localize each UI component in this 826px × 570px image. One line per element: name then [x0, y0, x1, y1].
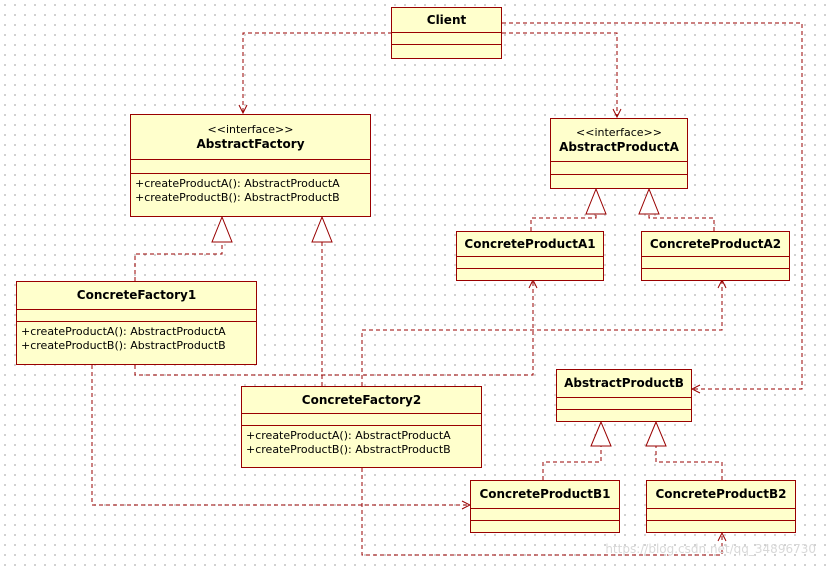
class-name: AbstractFactory	[196, 136, 305, 151]
operations-compartment	[457, 268, 603, 280]
realization-concrete-product-b2	[655, 446, 723, 480]
realization-concrete-product-b1	[542, 446, 602, 480]
operations-compartment	[551, 174, 687, 188]
class-name-compartment: ConcreteFactory1	[17, 282, 256, 309]
class-name: Client	[426, 12, 467, 27]
stereotype-label: <<interface>>	[207, 122, 294, 136]
class-name-compartment: ConcreteProductA1	[457, 232, 603, 256]
class-name-compartment: ConcreteFactory2	[242, 387, 481, 413]
operations-compartment	[392, 44, 501, 58]
operation: +createProductB(): AbstractProductB	[21, 339, 226, 352]
class-abstract-product-b[interactable]: AbstractProductB	[556, 369, 692, 422]
operations-compartment	[642, 268, 789, 280]
operation: +createProductA(): AbstractProductA	[246, 429, 451, 442]
dependency-factory-2-product-b2	[361, 468, 722, 556]
class-concrete-product-b1[interactable]: ConcreteProductB1	[470, 480, 620, 533]
class-name-compartment: ConcreteProductA2	[642, 232, 789, 256]
realization-arrowhead	[585, 187, 607, 215]
class-name-compartment: <<interface>> AbstractFactory	[131, 115, 370, 159]
attributes-compartment	[642, 256, 789, 268]
attributes-compartment	[551, 161, 687, 174]
class-concrete-product-a2[interactable]: ConcreteProductA2	[641, 231, 790, 281]
class-name: ConcreteFactory1	[76, 288, 197, 302]
operations-compartment	[647, 520, 795, 532]
dependency-factory-1-product-a1	[134, 280, 533, 376]
operation: +createProductA(): AbstractProductA	[135, 177, 340, 190]
dependency-client-abstract-product-a	[502, 32, 617, 117]
class-concrete-factory-1[interactable]: ConcreteFactory1 +createProductA(): Abst…	[16, 281, 257, 365]
dependency-factory-2-product-a2	[361, 280, 722, 386]
operations-compartment	[557, 409, 691, 421]
stereotype-label: <<interface>>	[576, 125, 662, 139]
operations-compartment	[471, 520, 619, 532]
dependency-client-abstract-factory	[243, 32, 392, 113]
realization-arrowhead	[645, 420, 667, 447]
attributes-compartment	[647, 508, 795, 520]
attributes-compartment	[392, 32, 501, 44]
class-name-compartment: ConcreteProductB1	[471, 481, 619, 508]
dependency-factory-1-product-b1	[91, 365, 470, 505]
realization-arrowhead	[211, 215, 233, 243]
operation: +createProductB(): AbstractProductB	[135, 191, 340, 204]
class-concrete-product-b2[interactable]: ConcreteProductB2	[646, 480, 796, 533]
class-concrete-factory-2[interactable]: ConcreteFactory2 +createProductA(): Abst…	[241, 386, 482, 468]
operation: +createProductB(): AbstractProductB	[246, 443, 451, 456]
class-name: ConcreteProductB2	[655, 487, 787, 501]
dependency-client-abstract-product-b	[502, 22, 803, 389]
attributes-compartment	[471, 508, 619, 520]
attributes-compartment	[457, 256, 603, 268]
realization-arrowhead	[311, 215, 333, 243]
class-abstract-product-a[interactable]: <<interface>> AbstractProductA	[550, 118, 688, 189]
attributes-compartment	[131, 159, 370, 173]
attributes-compartment	[242, 413, 481, 425]
operations-compartment: +createProductA(): AbstractProductA +cre…	[17, 321, 256, 364]
class-name: ConcreteFactory2	[301, 392, 422, 407]
attributes-compartment	[17, 309, 256, 321]
class-name: ConcreteProductB1	[479, 487, 611, 501]
realization-concrete-product-a1	[530, 214, 597, 231]
realization-arrowhead	[638, 187, 660, 215]
class-client[interactable]: Client	[391, 7, 502, 59]
watermark: https://blog.csdn.net/qq_34896730	[605, 542, 816, 556]
class-name: AbstractProductB	[564, 376, 684, 390]
class-name: AbstractProductA	[559, 139, 679, 154]
operations-compartment: +createProductA(): AbstractProductA +cre…	[242, 425, 481, 467]
class-name: ConcreteProductA1	[464, 236, 596, 251]
class-name-compartment: Client	[392, 8, 501, 32]
class-name-compartment: ConcreteProductB2	[647, 481, 795, 508]
attributes-compartment	[557, 397, 691, 409]
operations-compartment: +createProductA(): AbstractProductA +cre…	[131, 173, 370, 216]
class-name: ConcreteProductA2	[649, 236, 782, 251]
class-concrete-product-a1[interactable]: ConcreteProductA1	[456, 231, 604, 281]
class-name-compartment: AbstractProductB	[557, 370, 691, 397]
class-abstract-factory[interactable]: <<interface>> AbstractFactory +createPro…	[130, 114, 371, 217]
class-name-compartment: <<interface>> AbstractProductA	[551, 119, 687, 161]
realization-concrete-product-a2	[648, 214, 715, 231]
realization-concrete-factory-1	[134, 242, 223, 281]
operation: +createProductA(): AbstractProductA	[21, 325, 226, 338]
realization-arrowhead	[590, 420, 612, 447]
